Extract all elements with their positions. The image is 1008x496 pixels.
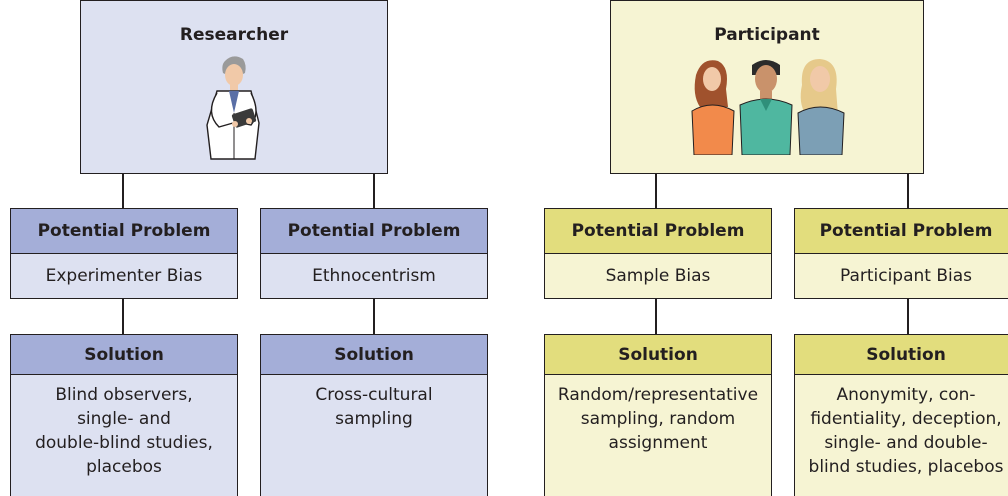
problem-value: Sample Bias bbox=[544, 253, 772, 299]
connector-line bbox=[122, 298, 124, 334]
connector-line bbox=[907, 174, 909, 208]
problem-header: Potential Problem bbox=[544, 208, 772, 254]
solution-header: Solution bbox=[10, 334, 238, 375]
solution-text: Anonymity, con- fidentiality, deception,… bbox=[794, 374, 1008, 496]
connector-line bbox=[655, 298, 657, 334]
problem-value: Experimenter Bias bbox=[10, 253, 238, 299]
researcher-illustration bbox=[206, 56, 260, 160]
solution-text: Cross-cultural sampling bbox=[260, 374, 488, 496]
solution-text: Random/representative sampling, random a… bbox=[544, 374, 772, 496]
problem-header: Potential Problem bbox=[10, 208, 238, 254]
researcher-title: Researcher bbox=[179, 25, 289, 45]
connector-line bbox=[122, 174, 124, 208]
connector-line bbox=[373, 174, 375, 208]
participant-box: Participant bbox=[610, 0, 924, 174]
problem-header: Potential Problem bbox=[260, 208, 488, 254]
connector-line bbox=[373, 298, 375, 334]
researcher-box: Researcher bbox=[80, 0, 388, 174]
connector-line bbox=[907, 298, 909, 334]
solution-header: Solution bbox=[794, 334, 1008, 375]
solution-header: Solution bbox=[544, 334, 772, 375]
problem-value: Participant Bias bbox=[794, 253, 1008, 299]
connector-line bbox=[655, 174, 657, 208]
solution-header: Solution bbox=[260, 334, 488, 375]
solution-text: Blind observers, single- and double-blin… bbox=[10, 374, 238, 496]
participant-title: Participant bbox=[714, 25, 820, 45]
problem-header: Potential Problem bbox=[794, 208, 1008, 254]
participants-illustration bbox=[691, 59, 845, 155]
problem-value: Ethnocentrism bbox=[260, 253, 488, 299]
